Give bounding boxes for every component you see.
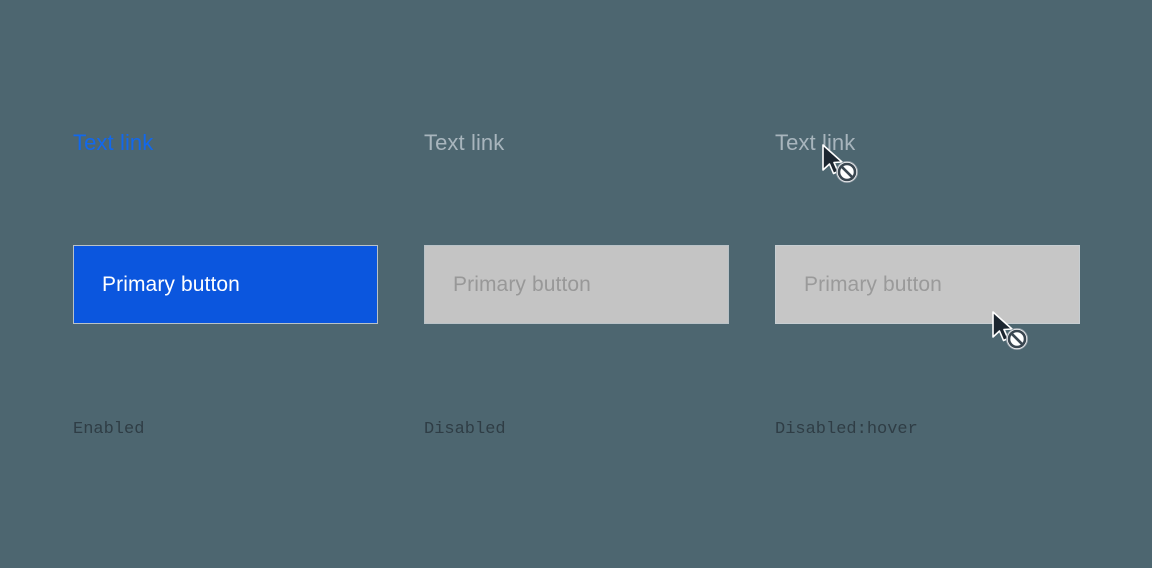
button-row-disabled-hover: Primary button (775, 245, 1080, 324)
primary-button-disabled-hover: Primary button (775, 245, 1080, 324)
caption-row-disabled-hover: Disabled:hover (775, 419, 918, 441)
text-link-enabled[interactable]: Text link (73, 130, 154, 155)
text-link-row-disabled-hover: Text link (775, 129, 855, 157)
caption-row-enabled: Enabled (73, 419, 144, 441)
state-caption-enabled: Enabled (73, 420, 145, 439)
text-link-row-disabled: Text link (424, 129, 504, 157)
text-link-disabled-hover: Text link (775, 130, 856, 155)
primary-button-disabled: Primary button (424, 245, 729, 324)
state-column-disabled: Text link Primary button Disabled (424, 0, 734, 568)
state-column-enabled: Text link Primary button Enabled (73, 0, 383, 568)
caption-row-disabled: Disabled (424, 419, 506, 441)
primary-button-enabled[interactable]: Primary button (73, 245, 378, 324)
state-column-disabled-hover: Text link Primary button Disabled:hover (775, 0, 1085, 568)
text-link-disabled: Text link (424, 130, 505, 155)
text-link-row-enabled: Text link (73, 129, 153, 157)
button-row-disabled: Primary button (424, 245, 729, 324)
state-caption-disabled: Disabled (424, 420, 506, 439)
state-caption-disabled-hover: Disabled:hover (775, 420, 918, 439)
button-row-enabled: Primary button (73, 245, 378, 324)
